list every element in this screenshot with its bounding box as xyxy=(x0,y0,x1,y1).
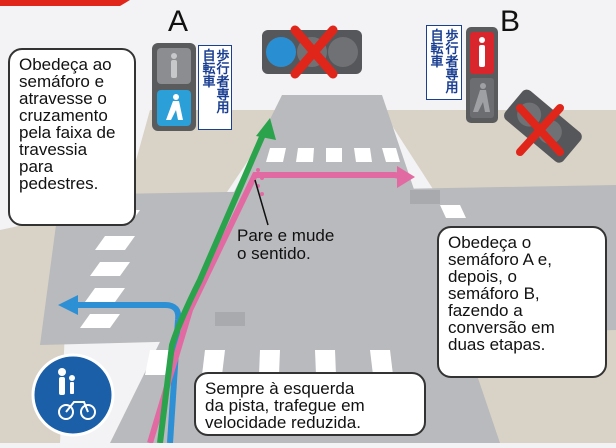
kanji-char: 車 xyxy=(202,75,216,90)
pink-route xyxy=(147,166,415,444)
callout-line: fazendo a xyxy=(448,301,523,320)
stop-pointer-line xyxy=(254,179,269,226)
signal-b-letter: B xyxy=(500,5,521,38)
callout-line: Obedeça ao xyxy=(19,55,112,74)
crosswalk-bottom xyxy=(145,350,393,375)
pedestrian-stop-icon-b xyxy=(479,37,485,67)
kanji-char: 自 xyxy=(202,49,216,64)
kanji-char: 歩 xyxy=(445,29,459,44)
cross-mark-icon-b xyxy=(516,104,564,156)
callout-line: depois, o xyxy=(448,267,517,286)
kanji-char: 用 xyxy=(216,101,230,116)
pedestrian-walk-icon xyxy=(166,94,183,120)
callout-line: semáforo e xyxy=(19,72,105,91)
kanji-char: 行 xyxy=(445,42,459,57)
bicycle-icon xyxy=(58,401,96,420)
pedestrian-icon xyxy=(58,368,75,395)
callout-line: atravesse o xyxy=(19,89,107,108)
kanji-char: 者 xyxy=(216,75,230,90)
callout-line: Obedeça o xyxy=(448,233,532,252)
kanji-char: 者 xyxy=(445,55,459,70)
cross-mark-icon xyxy=(290,25,338,79)
signal-b-pedestrian-head xyxy=(466,27,498,123)
callout-line: para xyxy=(19,157,54,176)
title-corner-tab xyxy=(0,0,130,6)
callout-line: pela faixa de xyxy=(19,123,116,142)
kanji-char: 専 xyxy=(216,88,230,103)
kanji-char: 車 xyxy=(430,55,444,70)
callout-bottom: Sempre à esquerda da pista, trafegue em … xyxy=(194,372,426,436)
stop-note: Pare e mude o sentido. xyxy=(237,227,334,263)
kanji-char: 用 xyxy=(445,81,459,96)
callout-line: cruzamento xyxy=(19,106,108,125)
stop-marker xyxy=(256,168,264,196)
kanji-char: 転 xyxy=(202,62,216,77)
sign-kanji-b: 自 転 車 歩 行 者 専 用 xyxy=(426,25,462,100)
callout-line: pedestres. xyxy=(19,174,99,193)
callout-line: semáforo B, xyxy=(448,284,540,303)
callout-line: da pista, trafegue em xyxy=(205,396,365,415)
green-route xyxy=(157,118,276,444)
kanji-char: 転 xyxy=(430,42,444,57)
note-line: o sentido. xyxy=(237,244,311,263)
kanji-char: 自 xyxy=(430,29,444,44)
pedestrian-walk-icon-b xyxy=(473,83,490,112)
crosswalk-top xyxy=(266,148,400,162)
callout-line: semáforo A e, xyxy=(448,250,552,269)
callout-line: duas etapas. xyxy=(448,335,546,354)
callout-left: Obedeça ao semáforo e atravesse o cruzam… xyxy=(8,48,136,226)
bike-lane-marking-top xyxy=(410,190,440,204)
note-line: Pare e mude xyxy=(237,226,335,245)
sidewalk-top-left xyxy=(125,110,282,200)
callout-line: Sempre à esquerda xyxy=(205,379,355,398)
kanji-char: 専 xyxy=(445,68,459,83)
callout-line: travessia xyxy=(19,140,88,159)
callout-line: conversão em xyxy=(448,318,555,337)
bike-lane-marking-left xyxy=(215,312,245,326)
kanji-char: 歩 xyxy=(216,49,230,64)
kanji-char: 行 xyxy=(216,62,230,77)
sign-kanji-a: 自 転 車 歩 行 者 専 用 xyxy=(198,45,232,130)
signal-a-vehicle-head xyxy=(262,25,362,79)
pedestrian-bicycle-sign xyxy=(31,353,115,437)
signal-a-letter: A xyxy=(168,5,189,38)
callout-line: velocidade reduzida. xyxy=(205,413,361,432)
callout-right: Obedeça o semáforo A e, depois, o semáfo… xyxy=(437,226,607,378)
pedestrian-stop-icon xyxy=(171,53,177,78)
signal-a-pedestrian-head xyxy=(152,43,196,131)
